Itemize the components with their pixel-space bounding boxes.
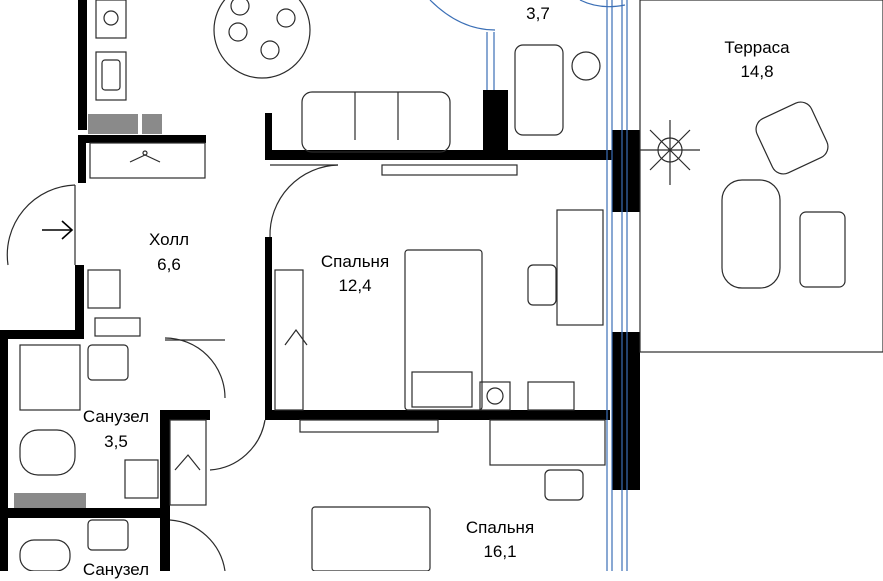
room-area-top: 3,7 — [526, 4, 550, 23]
room-name-bathroom-2: Санузел — [82, 560, 150, 579]
outlines — [6, 0, 883, 571]
room-name-bedroom-2: Спальня — [465, 518, 535, 537]
room-name-terrace: Терраса — [724, 38, 790, 57]
room-area-bathroom-1: 3,5 — [104, 432, 128, 451]
room-area-terrace: 14,8 — [740, 62, 774, 81]
room-name-bathroom-1: Санузел — [82, 407, 150, 426]
room-area-bedroom-1: 12,4 — [338, 276, 372, 295]
arrow-icon — [42, 220, 74, 240]
walls — [0, 0, 640, 571]
room-area-bedroom-2: 16,1 — [483, 542, 517, 561]
room-name-bedroom-1: Спальня — [320, 252, 390, 271]
shaded-blocks — [14, 114, 162, 508]
room-name-hall: Холл — [148, 230, 190, 249]
windows — [429, 0, 628, 571]
room-area-hall: 6,6 — [157, 255, 181, 274]
